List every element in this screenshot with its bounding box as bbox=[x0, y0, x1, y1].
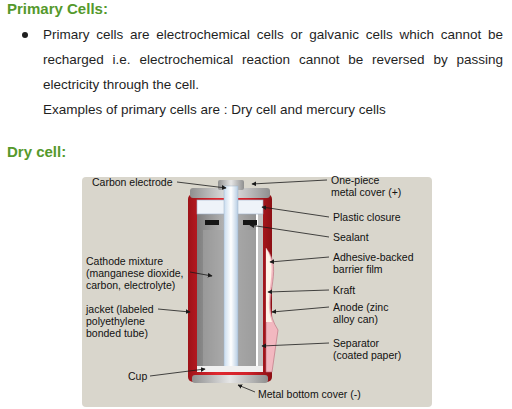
body-paragraph: Examples of primary cells are : Dry cell… bbox=[43, 97, 503, 122]
part-label: jacket (labeled polyethylene bonded tube… bbox=[86, 303, 166, 339]
part-label: Adhesive-backed barrier film bbox=[333, 251, 423, 275]
part-label: One-piece metal cover (+) bbox=[331, 174, 403, 198]
illustration-panel bbox=[82, 177, 432, 407]
part-label: Plastic closure bbox=[333, 211, 428, 223]
section-heading: Primary Cells: bbox=[7, 0, 108, 18]
part-label: Kraft bbox=[333, 284, 393, 296]
part-label: Metal bottom cover (-) bbox=[258, 388, 388, 400]
body-paragraph: Primary cells are electrochemical cells … bbox=[43, 22, 503, 97]
dry-cell-body bbox=[188, 180, 278, 383]
section-heading: Dry cell: bbox=[7, 143, 66, 161]
part-label: Cathode mixture (manganese dioxide, carb… bbox=[86, 255, 186, 291]
part-label: Carbon electrode bbox=[92, 176, 182, 188]
bullet-dot bbox=[22, 32, 28, 38]
part-label: Sealant bbox=[333, 231, 423, 243]
part-label: Separator (coated paper) bbox=[333, 337, 411, 361]
part-label: Anode (zinc alloy can) bbox=[333, 301, 395, 325]
part-label: Cup bbox=[128, 370, 158, 382]
leader-lines bbox=[150, 180, 329, 392]
